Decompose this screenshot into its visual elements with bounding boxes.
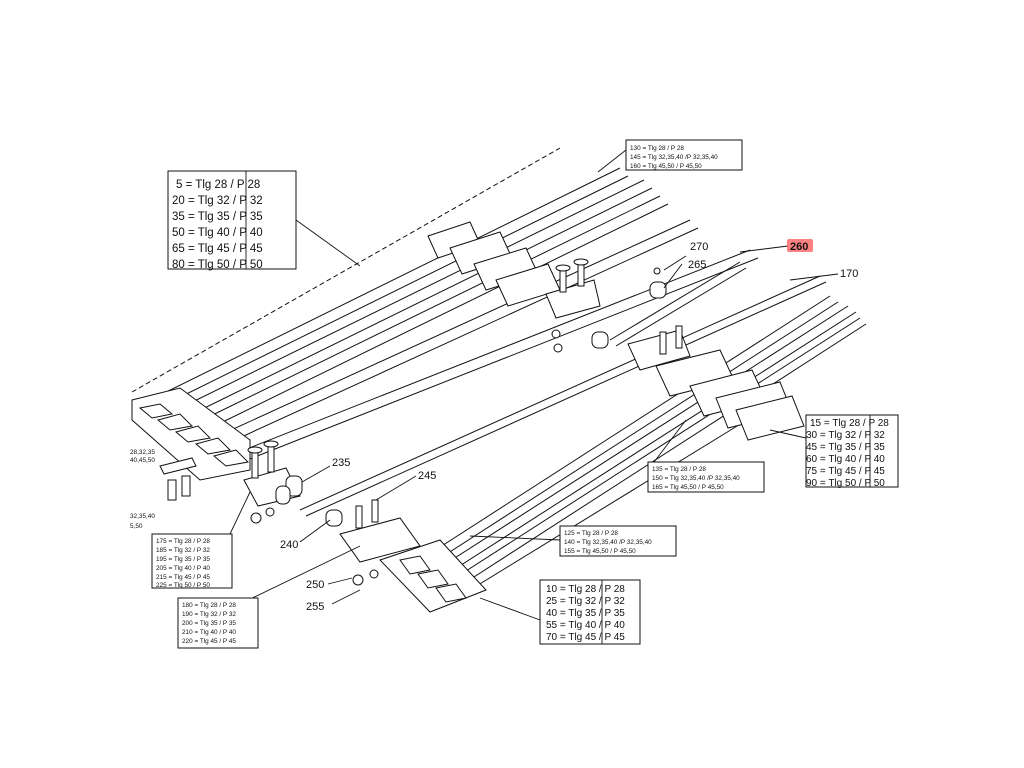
table-top-left-row: 50 = Tlg 40 / P 40 (172, 227, 263, 239)
rod-bundle-left (131, 147, 827, 517)
table-bottom-row: 70 = Tlg 45 / P 45 (546, 632, 625, 643)
table-bottom: 10 = Tlg 28 / P 28 25 = Tlg 32 / P 32 40… (539, 579, 641, 645)
callout-170: 170 (840, 268, 858, 280)
table-bottom-row: 40 = Tlg 35 / P 35 (546, 608, 625, 619)
table-left-b-row: 180 = Tlg 28 / P 28 (182, 602, 236, 609)
left-edge-labels: 28,32,35 40,45,50 32,35,40 5,50 (130, 449, 155, 530)
table-top-left-row: 65 = Tlg 45 / P 45 (172, 243, 263, 255)
table-right-row: 45 = Tlg 35 / P 35 (806, 442, 885, 453)
table-top-left-row: 5 = Tlg 28 / P 28 (176, 179, 260, 191)
left-end-block (131, 387, 251, 501)
small-parts-265-270 (591, 267, 667, 349)
table-left-a-row: 215 = Tlg 45 / P 45 (156, 574, 210, 581)
upper-clamp-cluster (427, 221, 601, 353)
table-right: 15 = Tlg 28 / P 28 30 = Tlg 32 / P 32 45… (805, 414, 899, 489)
left-edge-label: 28,32,35 (130, 449, 155, 456)
callout-265: 265 (688, 259, 706, 271)
table-left-a-row: 175 = Tlg 28 / P 28 (156, 538, 210, 545)
table-right-row: 30 = Tlg 32 / P 32 (806, 430, 885, 441)
table-left-b-row: 220 = Tlg 45 / P 45 (182, 638, 236, 645)
callout-260: 260 (790, 241, 808, 253)
table-mid-right-row: 135 = Tlg 28 / P 28 (652, 466, 706, 473)
left-edge-label: 40,45,50 (130, 457, 155, 464)
callout-250: 250 (306, 579, 324, 591)
table-left-a: 175 = Tlg 28 / P 28 185 = Tlg 32 / P 32 … (151, 533, 233, 589)
callout-235: 235 (332, 457, 350, 469)
table-top-small-row: 130 = Tlg 28 / P 28 (630, 145, 684, 152)
table-right-row: 15 = Tlg 28 / P 28 (810, 418, 889, 429)
right-clamp-cluster (627, 325, 805, 441)
table-left-a-row: 185 = Tlg 32 / P 32 (156, 547, 210, 554)
table-bottom-row: 25 = Tlg 32 / P 32 (546, 596, 625, 607)
callout-labels: 270 265 260 170 235 245 240 250 255 (280, 239, 858, 613)
callout-270: 270 (690, 241, 708, 253)
left-edge-label: 5,50 (130, 523, 143, 530)
lower-clamp-assembly (325, 499, 487, 613)
table-left-b-row: 200 = Tlg 35 / P 35 (182, 620, 236, 627)
table-left-a-row: 225 = Tlg 50 / P 50 (156, 582, 210, 589)
table-left-a-row: 205 = Tlg 40 / P 40 (156, 565, 210, 572)
table-left-b-row: 210 = Tlg 40 / P 40 (182, 629, 236, 636)
table-left-b-row: 190 = Tlg 32 / P 32 (182, 611, 236, 618)
rod-bundle-right (419, 261, 867, 591)
table-right-row: 60 = Tlg 40 / P 40 (806, 454, 885, 465)
callout-255: 255 (306, 601, 324, 613)
table-top-left-row: 80 = Tlg 50 / P 50 (172, 259, 263, 271)
table-left-a-row: 195 = Tlg 35 / P 35 (156, 556, 210, 563)
table-center-row: 125 = Tlg 28 / P 28 (564, 530, 618, 537)
table-top-left-row: 20 = Tlg 32 / P 32 (172, 195, 263, 207)
table-center-small: 125 = Tlg 28 / P 28 140 = Tlg 32,35,40 /… (559, 525, 677, 557)
table-right-row: 90 = Tlg 50 / P 50 (806, 478, 885, 489)
table-top-small: 130 = Tlg 28 / P 28 145 = Tlg 32,35,40 /… (625, 139, 743, 171)
table-center-row: 155 = Tlg 45,50 / P 45,50 (564, 548, 636, 555)
table-center-row: 140 = Tlg 32,35,40 /P 32,35,40 (564, 539, 652, 546)
left-edge-label: 32,35,40 (130, 513, 155, 520)
table-top-left: 5 = Tlg 28 / P 28 20 = Tlg 32 / P 32 35 … (167, 170, 297, 271)
table-mid-right-row: 165 = Tlg 45,50 / P 45,50 (652, 484, 724, 491)
callout-240: 240 (280, 539, 298, 551)
table-top-small-row: 145 = Tlg 32,35,40 /P 32,35,40 (630, 154, 718, 161)
left-clamp-assembly (243, 440, 303, 524)
table-right-row: 75 = Tlg 45 / P 45 (806, 466, 885, 477)
callout-260-highlight (787, 239, 813, 252)
table-top-left-row: 35 = Tlg 35 / P 35 (172, 211, 263, 223)
table-top-small-row: 160 = Tlg 45,50 / P 45,50 (630, 163, 702, 170)
table-mid-right-small: 135 = Tlg 28 / P 28 150 = Tlg 32,35,40 /… (647, 461, 765, 493)
table-left-b: 180 = Tlg 28 / P 28 190 = Tlg 32 / P 32 … (177, 597, 259, 649)
table-bottom-row: 10 = Tlg 28 / P 28 (546, 584, 625, 595)
callout-245: 245 (418, 470, 436, 482)
table-mid-right-row: 150 = Tlg 32,35,40 /P 32,35,40 (652, 475, 740, 482)
table-bottom-row: 55 = Tlg 40 / P 40 (546, 620, 625, 631)
